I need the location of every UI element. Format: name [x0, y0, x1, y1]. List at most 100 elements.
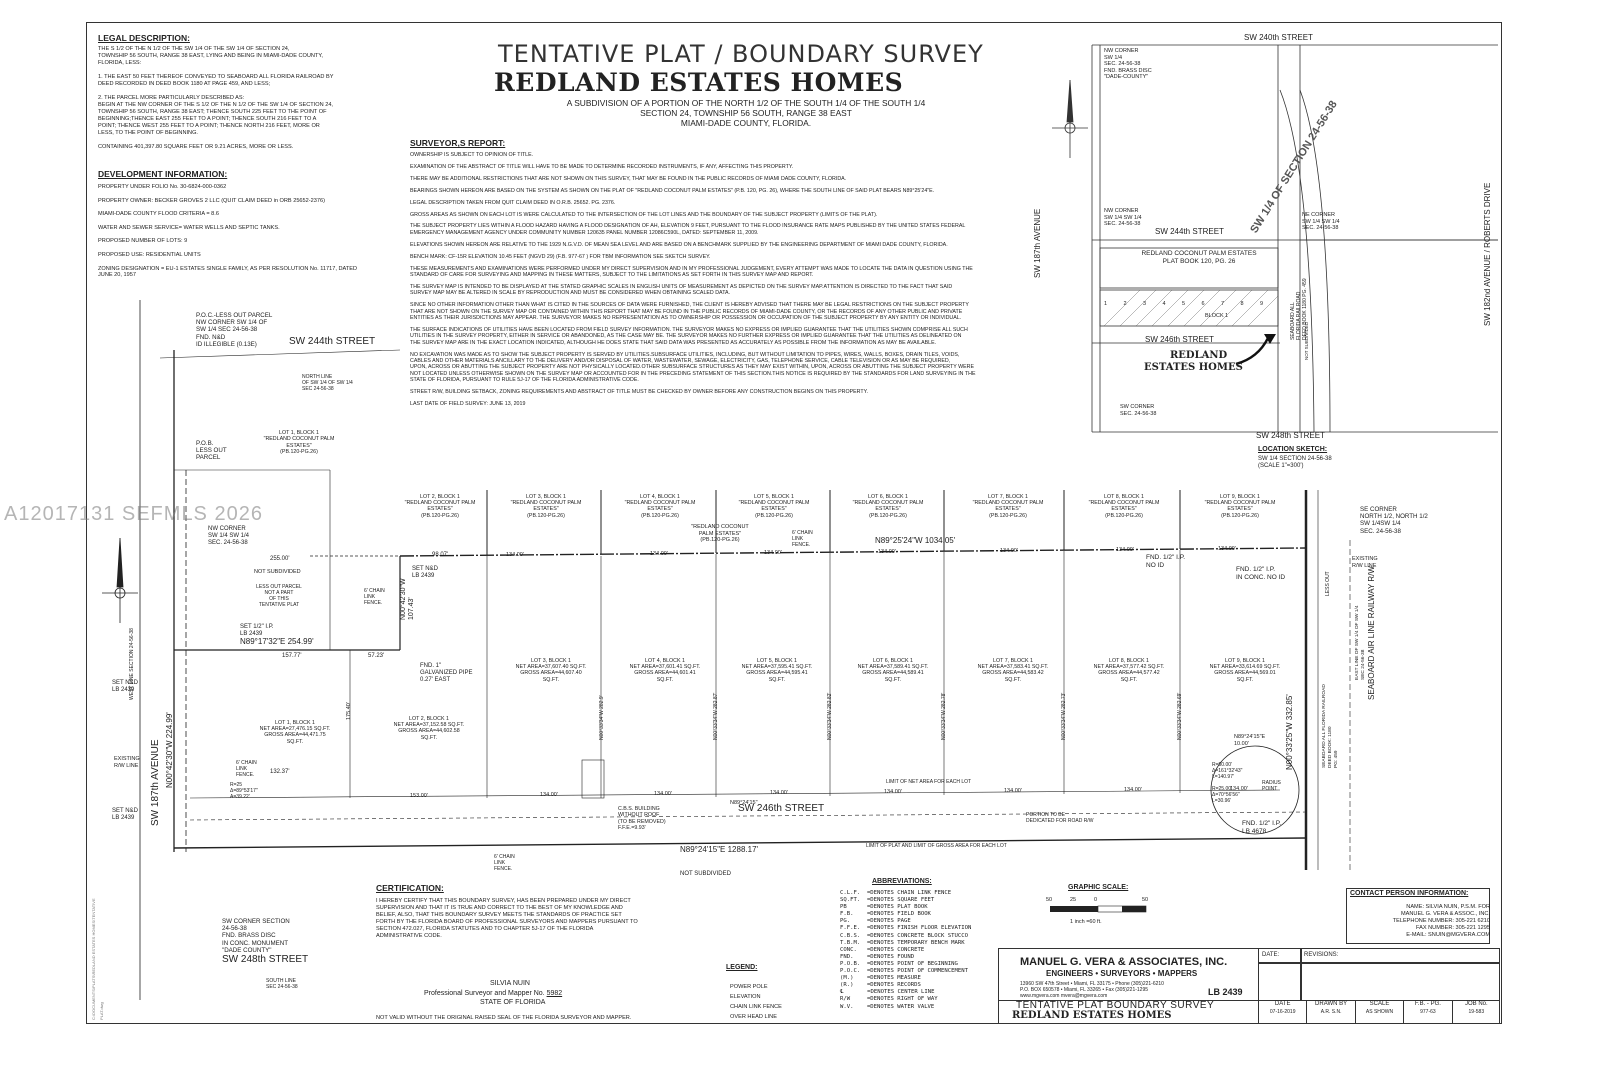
development-info: PROPERTY UNDER FOLIO No. 30-6824-000-036…	[98, 184, 357, 279]
new-lot-label: LOT 3, BLOCK 1 NET AREA=37,607.40 SQ.FT.…	[515, 658, 587, 683]
tb-date-header: DATE:	[1262, 952, 1280, 958]
bottom-lot-dimension: 134.00'	[1230, 786, 1248, 792]
report-paragraph: LEGAL DESCRIPTION TAKEN FROM QUIT CLAIM …	[410, 199, 616, 206]
cert-seal-note: NOT VALID WITHOUT THE ORIGINAL RAISED SE…	[376, 1015, 632, 1021]
plat-set-ip: SET 1/2" I.P. LB 2439	[240, 624, 274, 637]
tb-column-value: 07-16-2019	[1269, 1009, 1296, 1015]
report-paragraph: SINCE NO OTHER INFORMATION OTHER THAN WH…	[410, 302, 969, 321]
tb-column-header: JOB No.	[1464, 1001, 1488, 1007]
report-paragraph: THESE MEASUREMENTS AND EXAMINATIONS WERE…	[410, 265, 973, 278]
plat-east-line: EAST LINE OF SW 1/4 OF SW 1/4 SEC 24-56-…	[1355, 605, 1366, 680]
plat-dim-255: 255.00'	[270, 556, 290, 562]
abbreviation: P.O.B. =DENOTES POINT OF BEGINNING	[840, 960, 958, 967]
contact-box	[1346, 888, 1490, 944]
plat-north-line: NORTH LINE OF SW 1/4 OF SW 1/4 SEC 24-56…	[302, 374, 353, 392]
plat-se-corner: SE CORNER NORTH 1/2, NORTH 1/2 SW 1/4SW …	[1360, 506, 1428, 535]
plat-fnd-ip-4678: FND. 1/2" I.P. LB 4678	[1242, 820, 1282, 835]
company-address: 13960 SW 47th Street • Miami, FL 33175 •…	[1020, 981, 1164, 999]
plat-bearing-top: N89°25'24"W 1034.05'	[875, 536, 956, 545]
report-paragraph: BENCH MARK: CF-15R ELEVATION 10.45 FEET …	[410, 253, 711, 260]
report-paragraph: THERE MAY BE ADDITIONAL RESTRICTIONS THA…	[410, 175, 847, 182]
plat-dim-9807: 98.07'	[432, 552, 449, 558]
loc-lot-number: 2	[1123, 301, 1127, 307]
lot-bearing: N00°33'34"W 282.82'	[827, 692, 833, 740]
plat-dim-175: 175.40'	[346, 702, 352, 720]
title-block-rev-rule	[1258, 962, 1500, 964]
existing-lot-label: LOT 4, BLOCK 1 "REDLAND COCONUT PALM EST…	[624, 494, 696, 519]
report-heading: SURVEYOR,S REPORT:	[410, 138, 506, 148]
plat-n89-24: N89°24'15"	[730, 800, 758, 806]
loc-lot-number: 5	[1182, 301, 1186, 307]
tb-drawing-title: TENTATIVE PLAT BOUNDARY SURVEY	[1016, 1000, 1215, 1011]
abbreviation: PG. =DENOTES PAGE	[840, 918, 911, 925]
existing-lot-label: LOT 6, BLOCK 1 "REDLAND COCONUT PALM EST…	[852, 494, 924, 519]
tb-column-value: A.R. S.N.	[1320, 1009, 1342, 1015]
report-paragraph: THE SURVEY MAP IS INTENDED TO BE DISPLAY…	[410, 283, 953, 297]
loc-sw248: SW 248th STREET	[1256, 431, 1325, 440]
plat-existing-rw-west: EXISTING R/W LINE	[114, 756, 140, 769]
plat-chain-fence-2: 6' CHAIN LINK FENCE.	[364, 588, 385, 606]
top-lot-dimension: 134.00'	[1116, 547, 1134, 553]
lot-bearing: N00°33'34"W 282.69'	[1177, 692, 1183, 740]
legend-item: CHAIN LINK FENCE	[730, 1004, 782, 1010]
loc-nw-corner-2: NW CORNER SW 1/4 SW 1/4 SEC. 24-56-38	[1104, 208, 1142, 227]
plat-lot1-label: LOT 1, BLOCK 1 "REDLAND COCONUT PALM EST…	[263, 430, 335, 455]
tb-column-header: DATE	[1274, 1001, 1291, 1007]
plat-not-subdivided-bottom: NOT SUBDIVIDED	[680, 871, 731, 877]
new-lot-label: LOT 9, BLOCK 1 NET AREA=33,614.69 SQ.FT.…	[1209, 658, 1281, 683]
plat-rr-deed: SEABOARD ALL FLORIDA RAILROAD DEED BOOK:…	[1322, 684, 1339, 768]
company-lb: LB 2439	[1208, 987, 1243, 997]
plat-less-out-v: LESS OUT	[1325, 571, 1331, 596]
plat-galv-pipe: FND. 1" GALVANIZED PIPE 0.27' EAST	[420, 663, 473, 683]
plat-nw-corner: NW CORNER SW 1/4 SW 1/4 SEC. 24-56-38	[208, 526, 250, 546]
lot-bearing: N00°33'34"W 282.9'	[599, 695, 605, 740]
mls-watermark: A12017131 SEFMLS 2026	[4, 503, 263, 525]
plat-fnd-ip-noid: FND. 1/2" I.P. NO ID	[1146, 554, 1186, 569]
plat-less-out: LESS OUT PARCEL NOT A PART OF THIS TENTA…	[256, 584, 302, 608]
scale-tick: 0	[1094, 897, 1098, 903]
existing-lot-label: LOT 3, BLOCK 1 "REDLAND COCONUT PALM EST…	[510, 494, 582, 519]
bottom-lot-dimension: 134.00'	[654, 791, 672, 797]
report-paragraph: NO EXCAVATION WAS MADE AS TO SHOW THE SU…	[410, 351, 976, 384]
cert-number: 5982	[546, 990, 563, 997]
file-path-note: C:\DOCUMENTS\PLATS\REDLAND ESTATES HOMES…	[91, 898, 104, 1020]
plat-bearing-n00-42b: N00°42'30"W 107.43'	[400, 578, 415, 620]
existing-lot-label: LOT 5, BLOCK 1 "REDLAND COCONUT PALM EST…	[738, 494, 810, 519]
drawing-sheet	[86, 22, 1502, 1024]
tb-column-value: 19-583	[1468, 1009, 1485, 1015]
cert-state: STATE OF FLORIDA	[480, 999, 546, 1006]
report-paragraph: THE SURFACE INDICATIONS OF UTILITIES HAV…	[410, 326, 968, 346]
plat-curve: R=50.00' Δ=161°32'43" L=140.97'	[1212, 762, 1243, 780]
cert-text: I HEREBY CERTIFY THAT THIS BOUNDARY SURV…	[376, 898, 638, 939]
contact-heading: CONTACT PERSON INFORMATION:	[1350, 890, 1469, 897]
plat-set-nd-sw: SET N&D LB 2439	[112, 808, 138, 821]
loc-subtitle: SW 1/4 SECTION 24-56-38 (SCALE 1"=300')	[1258, 456, 1332, 469]
loc-lot-number: 7	[1221, 301, 1225, 307]
abbreviation: C.L.F. =DENOTES CHAIN LINK FENCE	[840, 890, 952, 896]
bottom-lot-dimension: 134.00'	[884, 789, 902, 795]
new-lot-label: LOT 5, BLOCK 1 NET AREA=37,595.41 SQ.FT.…	[741, 658, 813, 683]
top-lot-dimension: 134.00'	[878, 549, 896, 555]
lot-bearing: N00°33'34"W 282.73'	[1061, 692, 1067, 740]
abbreviation: P.O.C. =DENOTES POINT OF COMMENCEMENT	[840, 968, 968, 975]
top-lot-dimension: 134.00'	[506, 552, 524, 558]
report-paragraph: EXAMINATION OF THE ABSTRACT OF TITLE WIL…	[410, 163, 794, 170]
company-tagline: ENGINEERS • SURVEYORS • MAPPERS	[1046, 969, 1198, 978]
existing-lot-label: LOT 7, BLOCK 1 "REDLAND COCONUT PALM EST…	[972, 494, 1044, 519]
report-paragraph: STREET R/W, BUILDING SETBACK, ZONING REQ…	[410, 389, 868, 396]
cert-heading: CERTIFICATION:	[376, 883, 444, 893]
loc-sw240: SW 240th STREET	[1244, 33, 1313, 42]
report-paragraph: LAST DATE OF FIELD SURVEY: JUNE 13, 2019	[410, 401, 526, 408]
bottom-lot-dimension: 134.00'	[1004, 788, 1022, 794]
abbr-heading: ABBREVIATIONS:	[872, 878, 932, 885]
abbreviation: ℄ =DENOTES CENTER LINE	[840, 989, 935, 996]
scale-tick: 50	[1046, 897, 1053, 903]
scale-note: 1 inch =60 ft.	[1070, 919, 1102, 925]
abbreviation: F.B. =DENOTES FIELD BOOK	[840, 911, 931, 918]
new-lot-label: LOT 2, BLOCK 1 NET AREA=37,152.58 SQ.FT.…	[393, 716, 465, 741]
plat-set-nd-west: SET N&D LB 2439	[112, 680, 138, 693]
